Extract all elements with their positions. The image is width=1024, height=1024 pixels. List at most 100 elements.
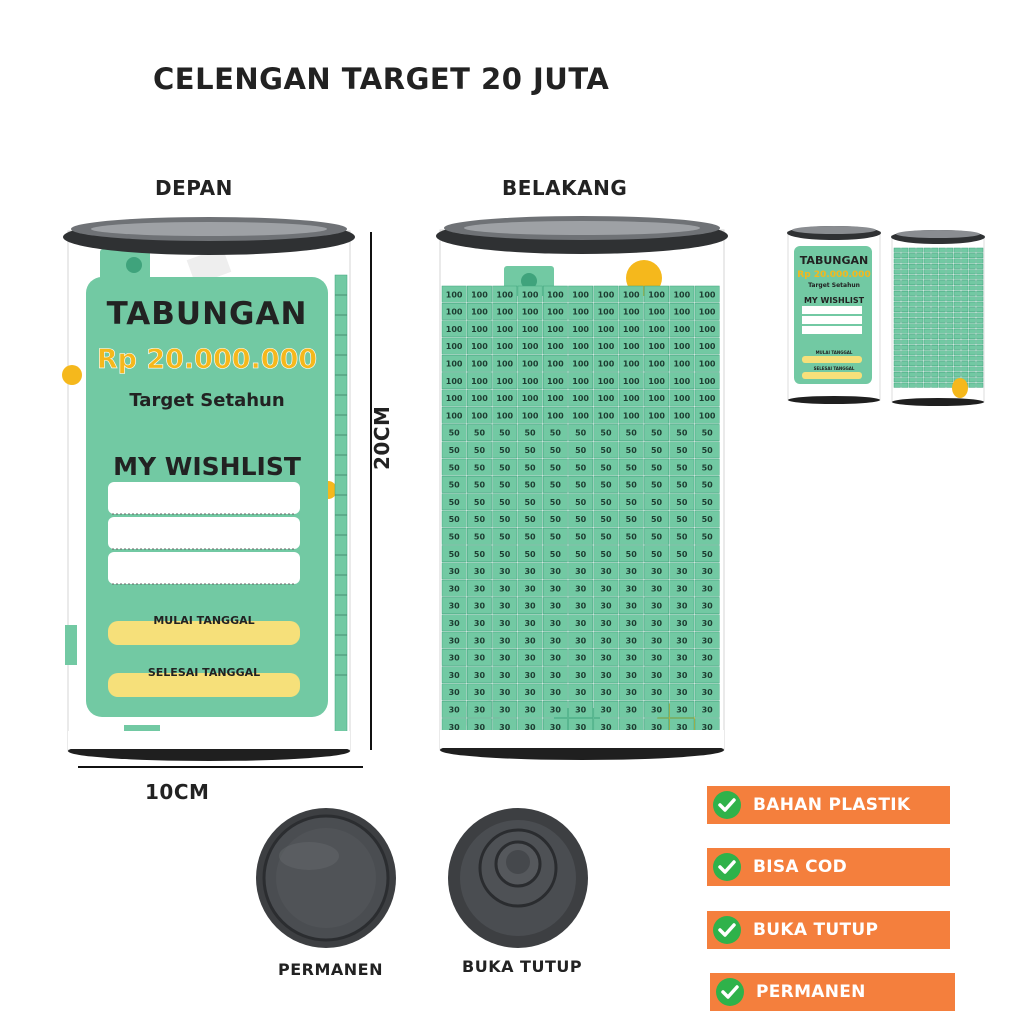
money-tile [441, 303, 467, 320]
money-tile [618, 579, 644, 597]
money-tile [568, 527, 594, 545]
money-tile [976, 274, 984, 280]
money-tile-value: 30 [499, 567, 511, 576]
money-tile-value: 30 [575, 636, 587, 645]
money-tile-value: 30 [524, 584, 536, 593]
money-tile-value: 50 [524, 498, 536, 507]
money-tile [517, 666, 543, 684]
money-tile [669, 683, 695, 701]
money-tile [542, 493, 568, 511]
money-tile [618, 303, 644, 320]
money-tile-value: 50 [550, 550, 562, 559]
money-tile-value: 50 [499, 446, 511, 455]
money-tile [441, 441, 467, 459]
money-tile [931, 269, 939, 275]
money-tile [938, 301, 946, 307]
money-tile [542, 303, 568, 320]
money-tile [669, 649, 695, 666]
money-tile [568, 285, 594, 303]
money-tile-value: 30 [651, 619, 663, 628]
height-label: 20CM [370, 405, 394, 470]
money-tile [953, 285, 961, 291]
money-tile [593, 700, 619, 718]
money-tile [938, 296, 946, 302]
money-tile [669, 614, 695, 632]
money-tile-value: 50 [524, 463, 536, 472]
money-tile [618, 666, 644, 684]
money-tile [618, 631, 644, 649]
money-tile [938, 263, 946, 269]
money-tile-value: 50 [600, 429, 612, 438]
money-tile [953, 258, 961, 264]
money-tile [568, 424, 594, 441]
money-tile-value: 50 [626, 463, 638, 472]
money-tile [467, 562, 492, 580]
money-tile-value: 50 [550, 446, 562, 455]
money-tile [968, 366, 976, 372]
money-tile-value: 30 [651, 671, 663, 680]
money-tile [938, 285, 946, 291]
money-tile [694, 441, 720, 459]
width-dimension-line [78, 766, 363, 768]
small-wishlist-title: MY WISHLIST [804, 296, 865, 305]
money-tile [669, 372, 695, 390]
money-tile [694, 303, 720, 320]
money-tile-value: 30 [702, 636, 714, 645]
money-tile [694, 597, 720, 614]
money-tile [946, 366, 954, 372]
money-tile [593, 320, 619, 338]
money-tile-value: 100 [699, 308, 716, 317]
money-tile [961, 258, 969, 264]
money-tile [901, 269, 909, 275]
money-tile [976, 307, 984, 313]
money-tile [517, 303, 543, 320]
money-tile [968, 258, 976, 264]
money-tile [893, 350, 901, 356]
money-tile-value: 100 [522, 360, 539, 369]
money-tile [618, 320, 644, 338]
money-tile [953, 317, 961, 323]
money-tile [976, 253, 984, 259]
money-tile-value: 30 [550, 567, 562, 576]
money-tile-value: 100 [572, 325, 589, 334]
money-tile [968, 290, 976, 296]
money-tile [901, 285, 909, 291]
money-tile [953, 269, 961, 275]
money-tile [441, 700, 467, 718]
money-tile-value: 50 [626, 533, 638, 542]
money-tile [968, 301, 976, 307]
money-tile-value: 30 [702, 706, 714, 715]
money-tile [467, 424, 492, 441]
money-tile [931, 307, 939, 313]
money-tile-value: 50 [575, 463, 587, 472]
money-tile-value: 50 [550, 481, 562, 490]
money-tile-value: 30 [702, 619, 714, 628]
money-tile-value: 30 [575, 654, 587, 663]
money-tile [946, 263, 954, 269]
money-tile [931, 339, 939, 345]
money-tile [669, 285, 695, 303]
money-tile [467, 545, 492, 563]
money-tile [694, 700, 720, 718]
money-tile-value: 100 [623, 411, 640, 420]
money-tile-value: 50 [702, 533, 714, 542]
money-tile [542, 597, 568, 614]
money-tile [517, 337, 543, 355]
money-tile [953, 301, 961, 307]
money-tile [968, 382, 976, 388]
money-tile [694, 337, 720, 355]
money-tile-value: 100 [572, 394, 589, 403]
money-tile [938, 377, 946, 383]
money-tile [946, 323, 954, 329]
money-tile [953, 247, 961, 253]
money-tile-value: 30 [449, 723, 461, 732]
money-tile-value: 100 [471, 325, 488, 334]
money-tile-value: 30 [499, 688, 511, 697]
money-tile [968, 296, 976, 302]
money-icon [186, 247, 232, 285]
money-tile [968, 280, 976, 286]
money-tile [467, 354, 492, 372]
money-tile-value: 30 [550, 688, 562, 697]
money-tile [931, 253, 939, 259]
money-tile-value: 50 [575, 429, 587, 438]
